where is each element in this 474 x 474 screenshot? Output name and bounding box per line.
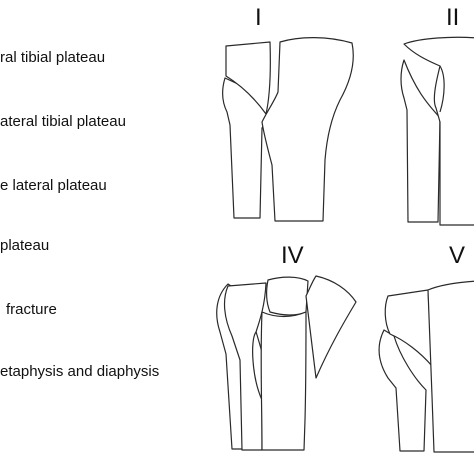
type-2-fibula [400, 59, 441, 223]
type-2-tibia-body [403, 36, 474, 226]
type-4-shaft [260, 311, 307, 451]
legend-item-type-4: plateau [0, 237, 50, 254]
type-numeral-1: I [255, 4, 262, 31]
type-numeral-2: II [446, 4, 460, 31]
type-numeral-4: IV [281, 242, 304, 269]
type-4-lateral-condyle [223, 282, 267, 451]
type-5-lateral-fragment [384, 289, 433, 367]
type-2-depression-line [439, 65, 445, 113]
type-2-tibia-drawing [400, 36, 474, 226]
type-1-tibia-drawing [222, 37, 354, 222]
type-5-fibula [378, 329, 427, 452]
type-4-medial-fragment [305, 275, 357, 379]
legend-item-type-6: etaphysis and diaphysis [0, 363, 160, 380]
legend-item-type-5: fracture [6, 301, 57, 318]
type-5-tibia-drawing [378, 280, 474, 453]
legend-item-type-3: e lateral plateau [0, 177, 107, 194]
type-1-tibia-body [261, 37, 354, 222]
legend-item-type-2: ateral tibial plateau [0, 113, 126, 130]
type-4-tibia-drawing [216, 275, 357, 451]
type-5-medial-tibia [427, 280, 474, 453]
type-4-central-fragment [266, 276, 309, 316]
type-numeral-5: V [449, 242, 466, 269]
legend-item-type-1: ral tibial plateau [0, 49, 106, 66]
